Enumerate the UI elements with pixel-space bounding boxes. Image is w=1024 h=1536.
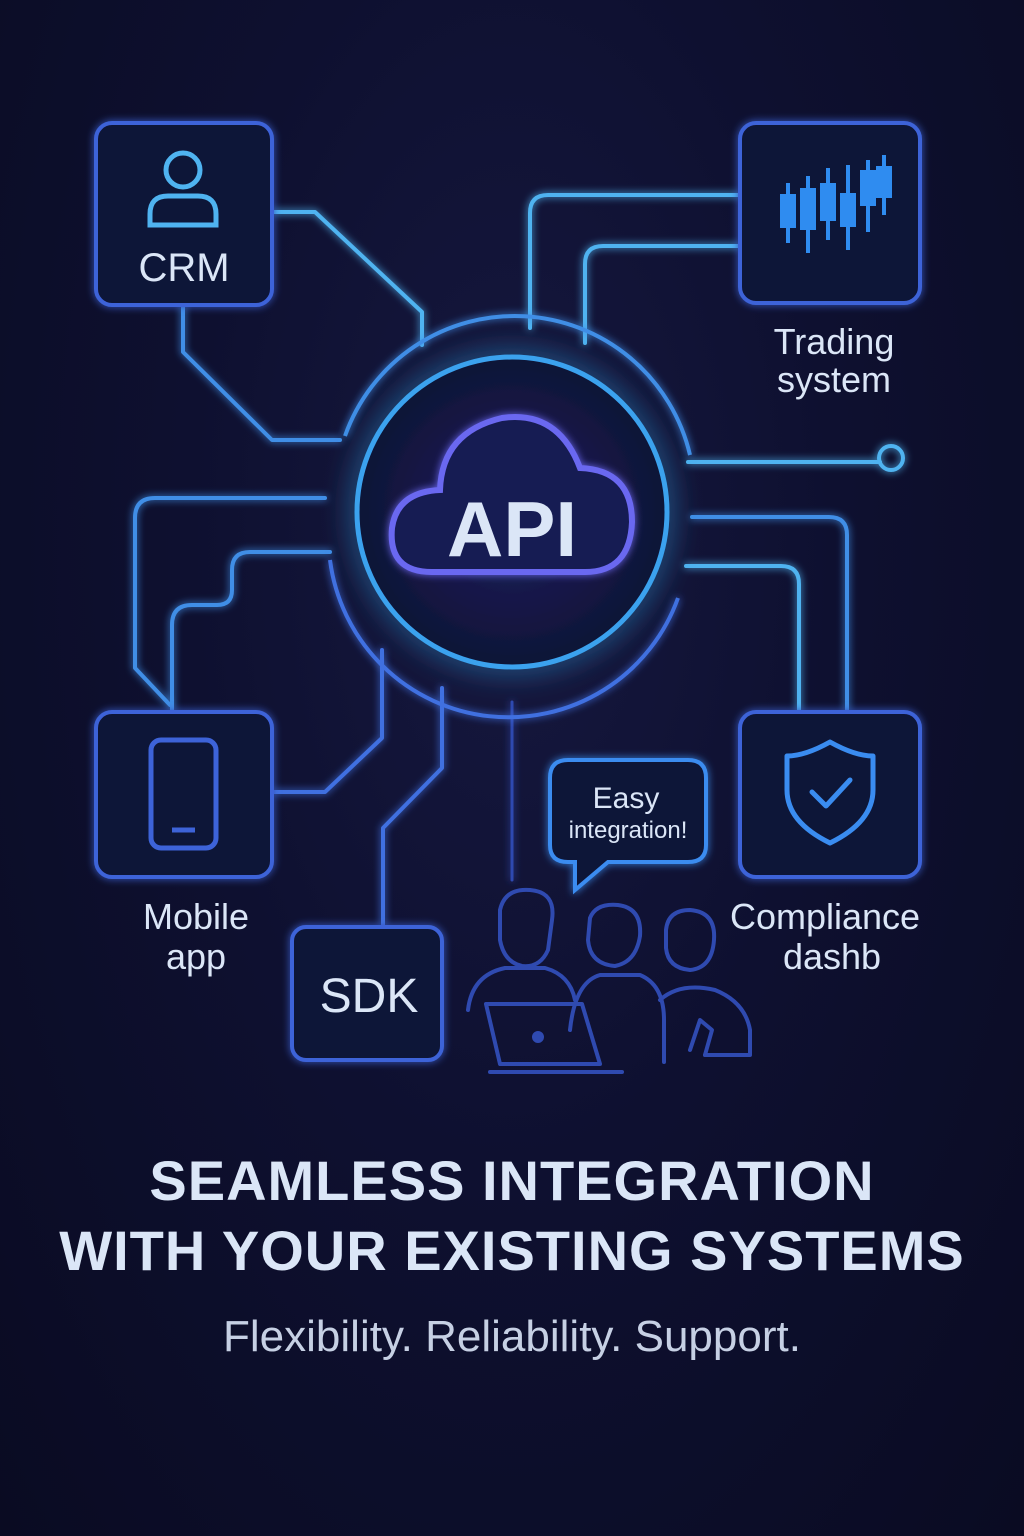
connector-mobile-a: [133, 496, 327, 707]
shield-check-icon: [784, 739, 876, 846]
hub-outer-ring-top: [343, 313, 692, 456]
trading-label-line1: Trading: [774, 321, 895, 362]
user-icon: [147, 150, 219, 228]
connector-end-dot: [877, 444, 905, 472]
cloud-icon: [388, 414, 636, 575]
crm-box: [94, 121, 274, 307]
mobile-node: Mobile app: [94, 710, 274, 977]
crm-node: CRM: [94, 121, 274, 307]
sdk-node: SDK: [290, 925, 444, 1062]
connector-compliance-b: [684, 564, 801, 714]
speech-bubble: Easy integration!: [548, 758, 708, 895]
mobile-label-line2: app: [166, 936, 226, 977]
connector-crm-a: [270, 210, 424, 347]
headline-line2: WITH YOUR EXISTING SYSTEMS: [59, 1219, 965, 1282]
connector-crm-b: [181, 303, 342, 442]
candlestick-chart-icon: [780, 155, 892, 253]
sdk-box: [290, 925, 444, 1062]
connector-trading-b: [583, 244, 742, 345]
speech-bubble-line1: Easy: [593, 782, 660, 815]
mobile-box: [94, 710, 274, 879]
connector-mobile-b: [170, 550, 332, 714]
headline-line1: SEAMLESS INTEGRATION: [149, 1149, 875, 1212]
sdk-label: SDK: [320, 970, 419, 1023]
compliance-label-line1: Compliance: [730, 896, 920, 937]
connector-sdk: [381, 686, 444, 927]
tagline: Flexibility. Reliability. Support.: [223, 1312, 801, 1361]
speech-bubble-line2: integration!: [569, 817, 688, 844]
mobile-label-line1: Mobile: [143, 896, 249, 937]
speech-bubble-shape: [548, 758, 708, 895]
connector-trading-a: [528, 193, 742, 330]
connector-lines: [133, 193, 905, 927]
hub-label: API: [447, 485, 577, 573]
connector-compliance-a: [690, 515, 849, 714]
smartphone-icon: [148, 737, 219, 851]
trading-node: Trading system: [738, 121, 922, 400]
crm-label: CRM: [138, 246, 229, 290]
connector-mobile-c: [270, 648, 384, 794]
trading-label-line2: system: [777, 359, 891, 400]
people-with-laptop-icon: [466, 887, 752, 1074]
api-hub: API: [328, 313, 692, 720]
laptop-shape: [484, 1002, 602, 1066]
hub-outer-ring-bottom: [328, 559, 680, 720]
compliance-box: [738, 710, 922, 879]
compliance-label-line2: dashb: [783, 936, 881, 977]
compliance-node: Compliance dashb: [730, 710, 922, 977]
